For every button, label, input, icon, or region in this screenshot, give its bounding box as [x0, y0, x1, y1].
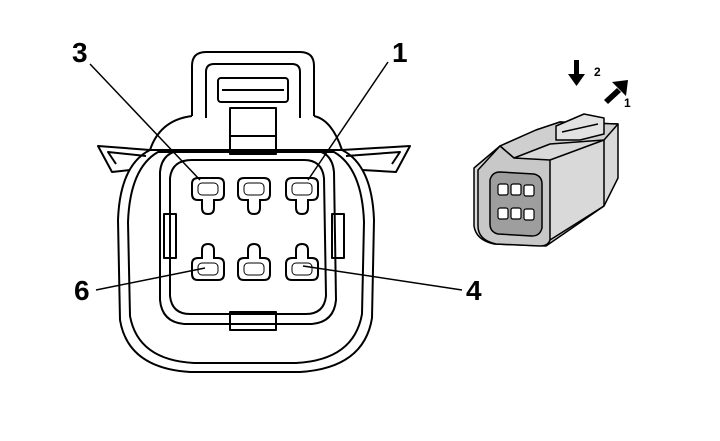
arrow-down-label: 2: [594, 65, 601, 79]
iso-face-recess: [489, 171, 543, 237]
iso-pin-cavity-6: [523, 208, 535, 221]
leader-pin-1: [307, 61, 389, 181]
latch-base: [229, 107, 277, 137]
iso-pin-cavity-4: [497, 207, 509, 220]
iso-edge-1: [549, 139, 605, 161]
right-ear-inner: [345, 151, 401, 165]
cavity-block: [159, 149, 337, 325]
callout-pin-3: 3: [72, 37, 88, 68]
iso-pin-cavity-2: [510, 183, 522, 196]
pin-cavity-inner-4: [291, 262, 313, 276]
latch-outer: [191, 51, 315, 116]
callout-leaders: [89, 61, 463, 291]
callout-pin-6: 6: [74, 275, 90, 306]
latch-tab: [217, 77, 289, 103]
right-ear: [341, 145, 411, 173]
arrow-up-right-label: 1: [624, 96, 631, 110]
left-ear: [97, 145, 151, 173]
iso-pin-cavity-1: [497, 183, 509, 196]
latch-inner: [205, 63, 301, 118]
leader-pin-3: [89, 63, 201, 181]
pin-cavity-inner-1: [291, 182, 313, 196]
bottom-key: [229, 311, 277, 331]
callout-pin-4: 4: [466, 275, 482, 306]
cavity-block-inner: [169, 159, 327, 315]
iso-pin-cavities: [497, 183, 535, 221]
pin-cavity-5: [237, 242, 271, 281]
leader-pin-4: [302, 265, 463, 291]
top-key: [229, 135, 277, 155]
callout-pin-1: 1: [392, 37, 408, 68]
housing-inner-outline: [127, 151, 365, 364]
left-ear-inner: [107, 151, 147, 165]
iso-pin-cavity-5: [510, 207, 522, 220]
iso-latch-line: [561, 123, 599, 133]
pin-cavity-1: [285, 177, 319, 216]
pin-cavity-6: [191, 242, 225, 281]
iso-edge-2: [549, 205, 605, 241]
connector-isometric-view: [473, 113, 619, 247]
pin-cavities: [191, 177, 319, 281]
pin-cavity-inner-5: [243, 262, 265, 276]
iso-pin-cavity-3: [523, 184, 535, 197]
pin-cavity-3: [191, 177, 225, 216]
housing-shoulder: [149, 115, 343, 151]
left-key: [163, 213, 177, 259]
arrow-down: [568, 60, 585, 86]
pin-cavity-inner-3: [197, 182, 219, 196]
pin-cavity-2: [237, 177, 271, 216]
leader-pin-6: [95, 267, 206, 291]
arrow-up-right: [604, 80, 628, 104]
connector-face: [97, 51, 411, 373]
direction-arrows: 2 1: [568, 60, 631, 110]
housing-outer-outline: [117, 149, 375, 373]
iso-latch: [555, 113, 605, 141]
right-key: [331, 213, 345, 259]
pin-cavity-4: [285, 242, 319, 281]
pin-cavity-inner-2: [243, 182, 265, 196]
